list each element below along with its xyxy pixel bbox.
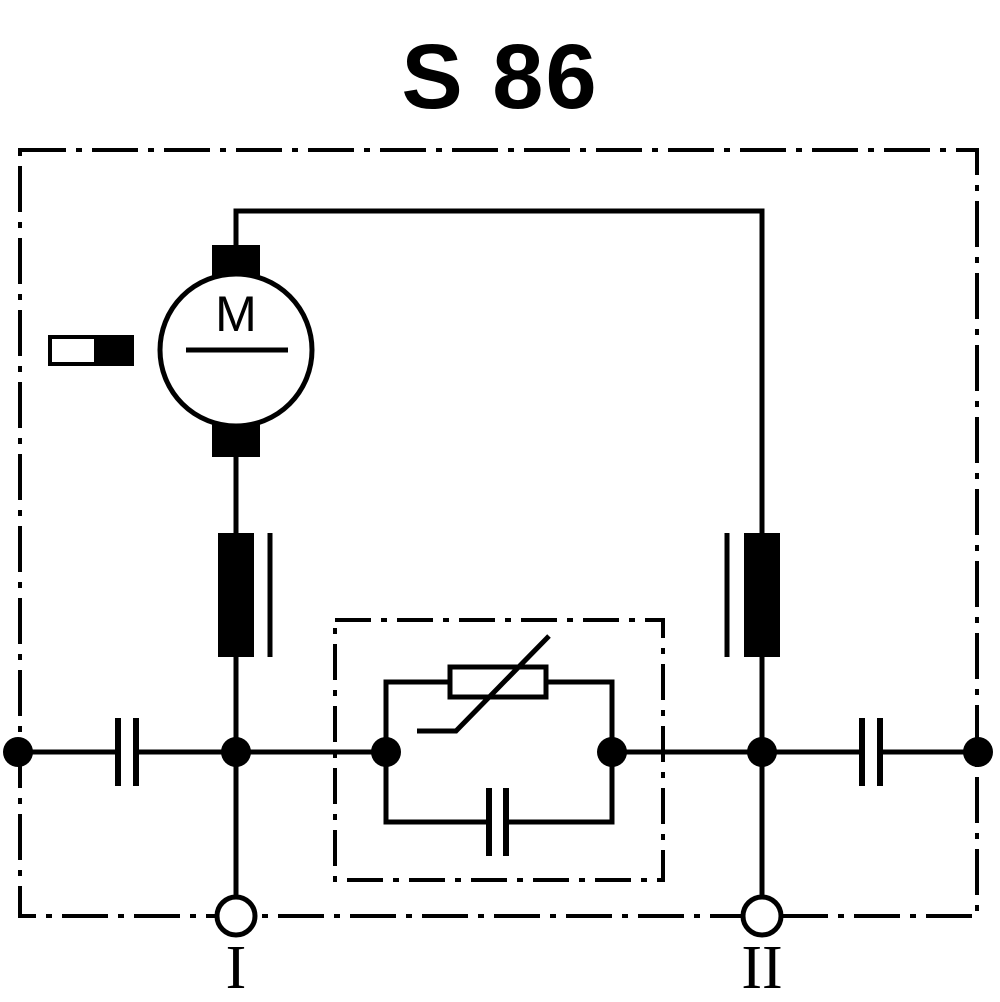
junction-right-outer (963, 737, 993, 767)
junction-left-outer (3, 737, 33, 767)
junction-left (221, 737, 251, 767)
top-wire (233, 208, 765, 533)
junction-right (747, 737, 777, 767)
variable-resistor (417, 634, 551, 734)
network-lower-branch-right (504, 752, 615, 825)
junction-dots (3, 737, 993, 767)
network-upper-branch-right (546, 679, 615, 752)
terminal-I (214, 894, 258, 938)
terminal-label-right: II (741, 934, 783, 1002)
terminal-II (740, 894, 784, 938)
junction-network-right (597, 737, 627, 767)
right-capacitor (859, 718, 883, 786)
network-upper-branch-left (383, 679, 450, 752)
diagram-title: S 86 (401, 26, 599, 128)
network-lower-branch-left (383, 752, 486, 825)
outer-enclosure (18, 148, 979, 918)
switch-symbol (48, 335, 134, 366)
right-choke (724, 533, 780, 657)
left-choke (218, 533, 273, 657)
terminal-label-left: I (225, 934, 247, 1002)
motor (157, 245, 315, 457)
network-capacitor (486, 788, 509, 856)
junction-network-left (371, 737, 401, 767)
left-capacitor (115, 718, 139, 786)
motor-label: M (215, 286, 257, 342)
wires (18, 208, 978, 897)
